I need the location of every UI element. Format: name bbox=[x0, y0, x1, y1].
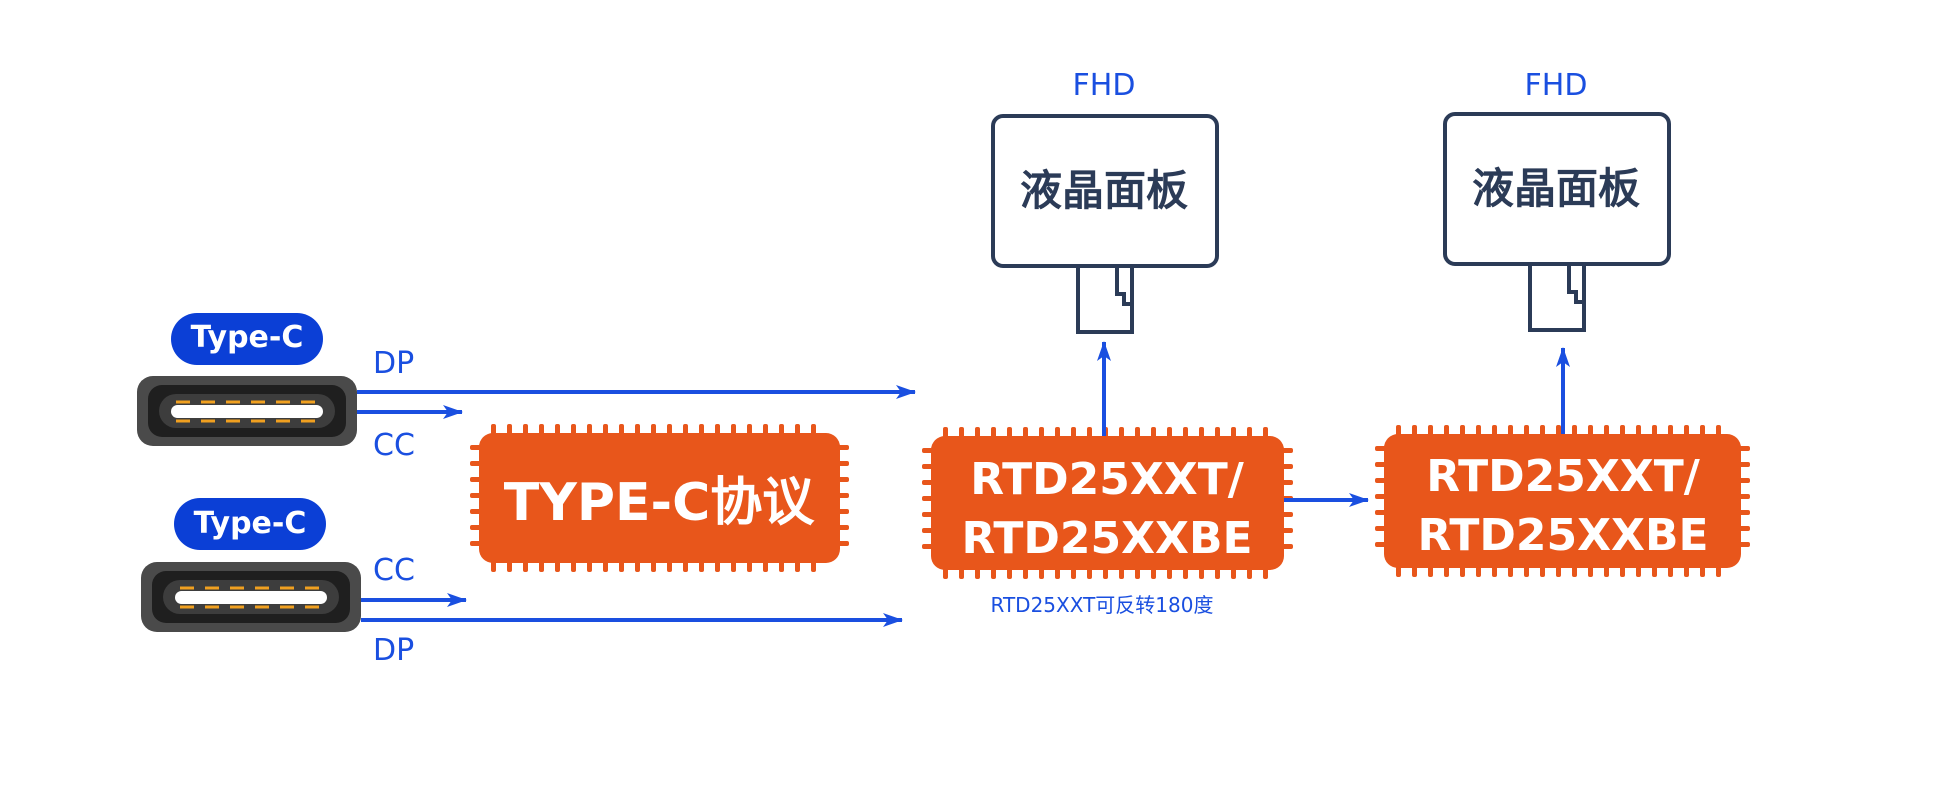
type-c-pill-2 bbox=[174, 498, 326, 550]
dp-signal-label-2: DP bbox=[373, 633, 414, 668]
scaler-chip-2-line1: RTD25XXT/ bbox=[1426, 451, 1701, 502]
type-c-pill-1 bbox=[171, 313, 323, 365]
lcd-panel-1: FHD 液晶面板 bbox=[991, 68, 1219, 436]
type-c-connector-2: Type-C CC DP bbox=[141, 498, 903, 668]
type-c-label-1: Type-C bbox=[191, 320, 304, 355]
scaler-chip-1-note: RTD25XXT可反转180度 bbox=[991, 593, 1214, 617]
panel-2-label: 液晶面板 bbox=[1472, 164, 1640, 213]
scaler-chip-1: RTD25XXT/ RTD25XXBE RTD25XXT可反转180度 bbox=[922, 427, 1293, 617]
chip-pins bbox=[922, 427, 1293, 579]
dp-signal-label-1: DP bbox=[373, 346, 414, 381]
usb-c-port-icon-1 bbox=[137, 376, 357, 446]
panel-2-resolution: FHD bbox=[1525, 68, 1588, 103]
scaler-chip-2: RTD25XXT/ RTD25XXBE bbox=[1375, 425, 1750, 577]
protocol-chip-body bbox=[479, 433, 840, 563]
panel-1-label: 液晶面板 bbox=[1020, 166, 1188, 215]
scaler-chip-1-line1: RTD25XXT/ bbox=[970, 454, 1245, 505]
scaler-chip-body-2 bbox=[1384, 434, 1741, 568]
type-c-protocol-chip: TYPE-C协议 bbox=[470, 424, 849, 572]
protocol-chip-label: TYPE-C协议 bbox=[504, 473, 816, 533]
panel-1-connector-icon bbox=[1076, 264, 1134, 334]
type-c-label-2: Type-C bbox=[194, 506, 307, 541]
chip-pins bbox=[470, 424, 849, 572]
usb-c-port-icon-2 bbox=[141, 562, 361, 632]
cc-signal-label-2: CC bbox=[373, 553, 415, 588]
chip-pins bbox=[1375, 425, 1750, 577]
cc-signal-label-1: CC bbox=[373, 428, 415, 463]
lcd-panel-2: FHD 液晶面板 bbox=[1443, 68, 1671, 434]
scaler-chip-2-line2: RTD25XXBE bbox=[1417, 510, 1708, 561]
panel-2-connector-icon bbox=[1528, 262, 1586, 332]
scaler-chip-1-line2: RTD25XXBE bbox=[961, 513, 1252, 564]
scaler-chip-body-1 bbox=[931, 436, 1284, 570]
panel-1-resolution: FHD bbox=[1073, 68, 1136, 103]
type-c-connector-1: Type-C DP CC bbox=[137, 313, 916, 463]
